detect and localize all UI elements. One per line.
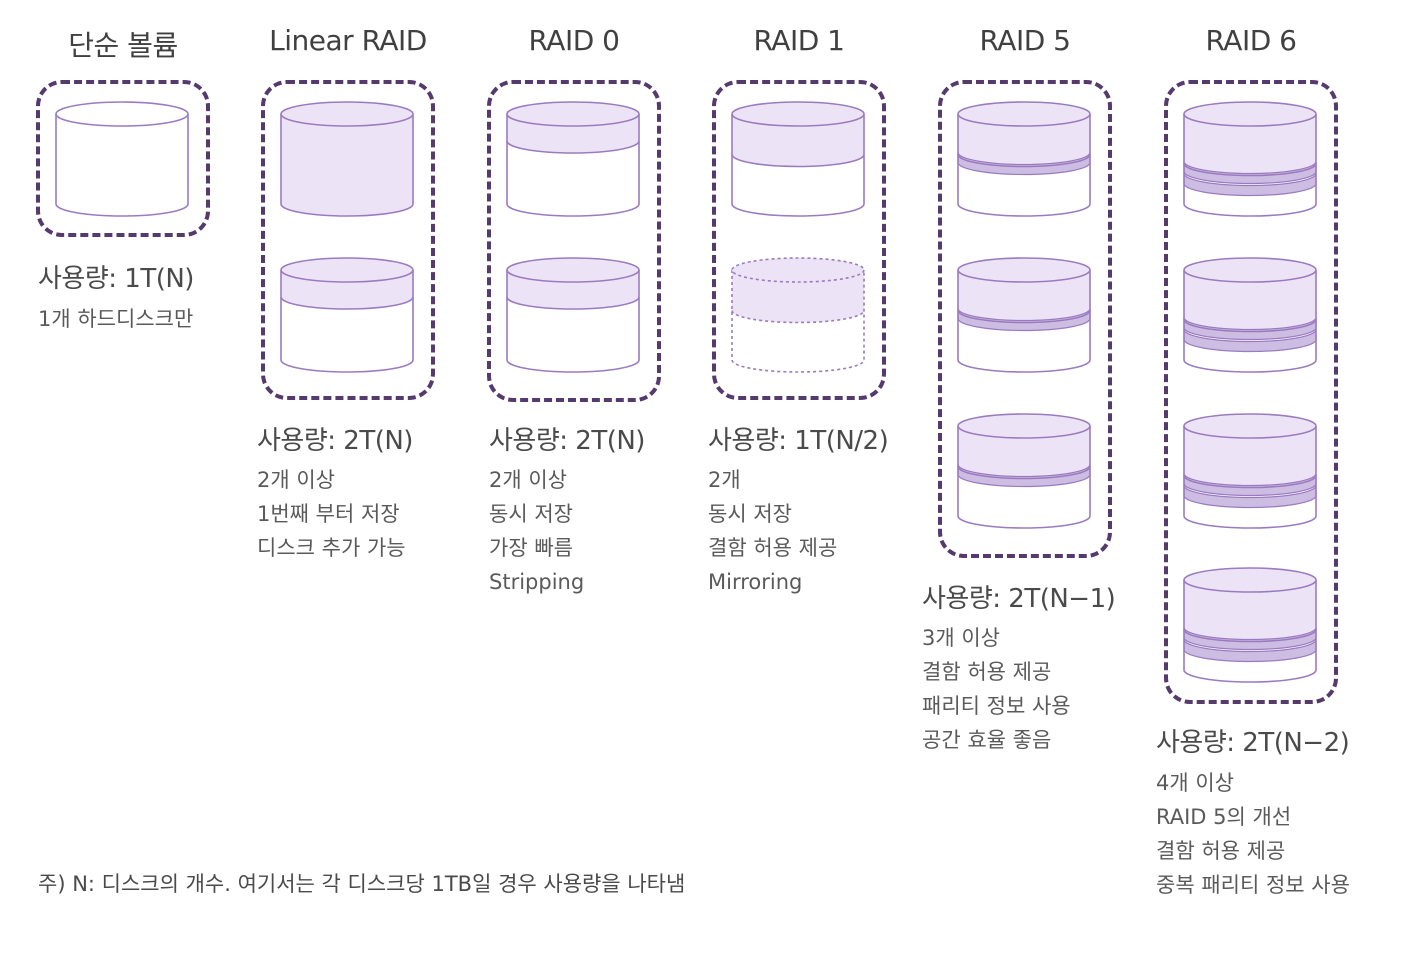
- description-line: 1번째 부터 저장: [257, 502, 400, 526]
- usage-text: 사용량: 1T(N/2): [708, 426, 889, 456]
- description-list: 2개 동시 저장 결함 허용 제공 Mirroring: [708, 463, 837, 599]
- disk-icon: [1183, 101, 1317, 217]
- disk-icon: [957, 257, 1091, 373]
- description-line: Mirroring: [708, 570, 803, 594]
- disk-group-box: [712, 80, 886, 400]
- description-line: 1개 하드디스크만: [38, 307, 194, 331]
- description-line: 가장 빠름: [489, 536, 573, 560]
- disk-icon: [957, 101, 1091, 217]
- column-title: RAID 5: [979, 24, 1071, 57]
- disk-group-box: [1164, 80, 1338, 704]
- description-line: RAID 5의 개선: [1156, 805, 1292, 829]
- footnote: 주) N: 디스크의 개수. 여기서는 각 디스크당 1TB일 경우 사용량을 …: [38, 872, 686, 896]
- description-line: 패리티 정보 사용: [922, 694, 1071, 718]
- disk-icon: [957, 413, 1091, 529]
- disk-icon: [506, 101, 640, 217]
- disk-icon: [1183, 567, 1317, 683]
- description-list: 1개 하드디스크만: [38, 302, 193, 336]
- description-line: 결함 허용 제공: [708, 536, 838, 560]
- disk-icon: [731, 101, 865, 217]
- description-list: 3개 이상 결함 허용 제공 패리티 정보 사용 공간 효율 좋음: [922, 621, 1071, 757]
- description-line: Stripping: [489, 570, 585, 594]
- description-line: 동시 저장: [708, 502, 792, 526]
- disk-icon: [1183, 257, 1317, 373]
- description-line: 4개 이상: [1156, 771, 1234, 795]
- column-title: RAID 6: [1205, 24, 1297, 57]
- description-line: 3개 이상: [922, 626, 1000, 650]
- description-line: 디스크 추가 가능: [257, 536, 406, 560]
- usage-text: 사용량: 2T(N−1): [922, 584, 1116, 614]
- description-line: 결함 허용 제공: [1156, 839, 1286, 863]
- description-line: 동시 저장: [489, 502, 573, 526]
- usage-text: 사용량: 2T(N−2): [1156, 728, 1350, 758]
- description-line: 2개 이상: [489, 468, 567, 492]
- disk-icon: [506, 257, 640, 373]
- description-line: 2개: [708, 468, 741, 492]
- disk-icon: [280, 101, 414, 217]
- disk-group-box: [938, 80, 1112, 558]
- description-list: 2개 이상 1번째 부터 저장 디스크 추가 가능: [257, 463, 406, 565]
- disk-icon: [280, 257, 414, 373]
- description-line: 결함 허용 제공: [922, 660, 1052, 684]
- description-list: 4개 이상 RAID 5의 개선 결함 허용 제공 중복 패리티 정보 사용: [1156, 766, 1350, 902]
- column-title: 단순 볼륨: [68, 29, 178, 62]
- description-line: 중복 패리티 정보 사용: [1156, 873, 1350, 897]
- disk-group-box: [261, 80, 435, 400]
- description-line: 2개 이상: [257, 468, 335, 492]
- column-title: RAID 0: [528, 24, 620, 57]
- disk-group-box: [487, 80, 661, 402]
- column-title: RAID 1: [753, 24, 845, 57]
- usage-text: 사용량: 2T(N): [257, 426, 413, 456]
- disk-group-box: [36, 80, 210, 237]
- mirror-disk-icon: [731, 257, 865, 373]
- disk-icon: [55, 101, 189, 217]
- usage-text: 사용량: 2T(N): [489, 426, 645, 456]
- usage-text: 사용량: 1T(N): [38, 264, 194, 294]
- disk-icon: [1183, 413, 1317, 529]
- description-line: 공간 효율 좋음: [922, 728, 1052, 752]
- description-list: 2개 이상 동시 저장 가장 빠름 Stripping: [489, 463, 584, 599]
- column-title: Linear RAID: [269, 24, 427, 57]
